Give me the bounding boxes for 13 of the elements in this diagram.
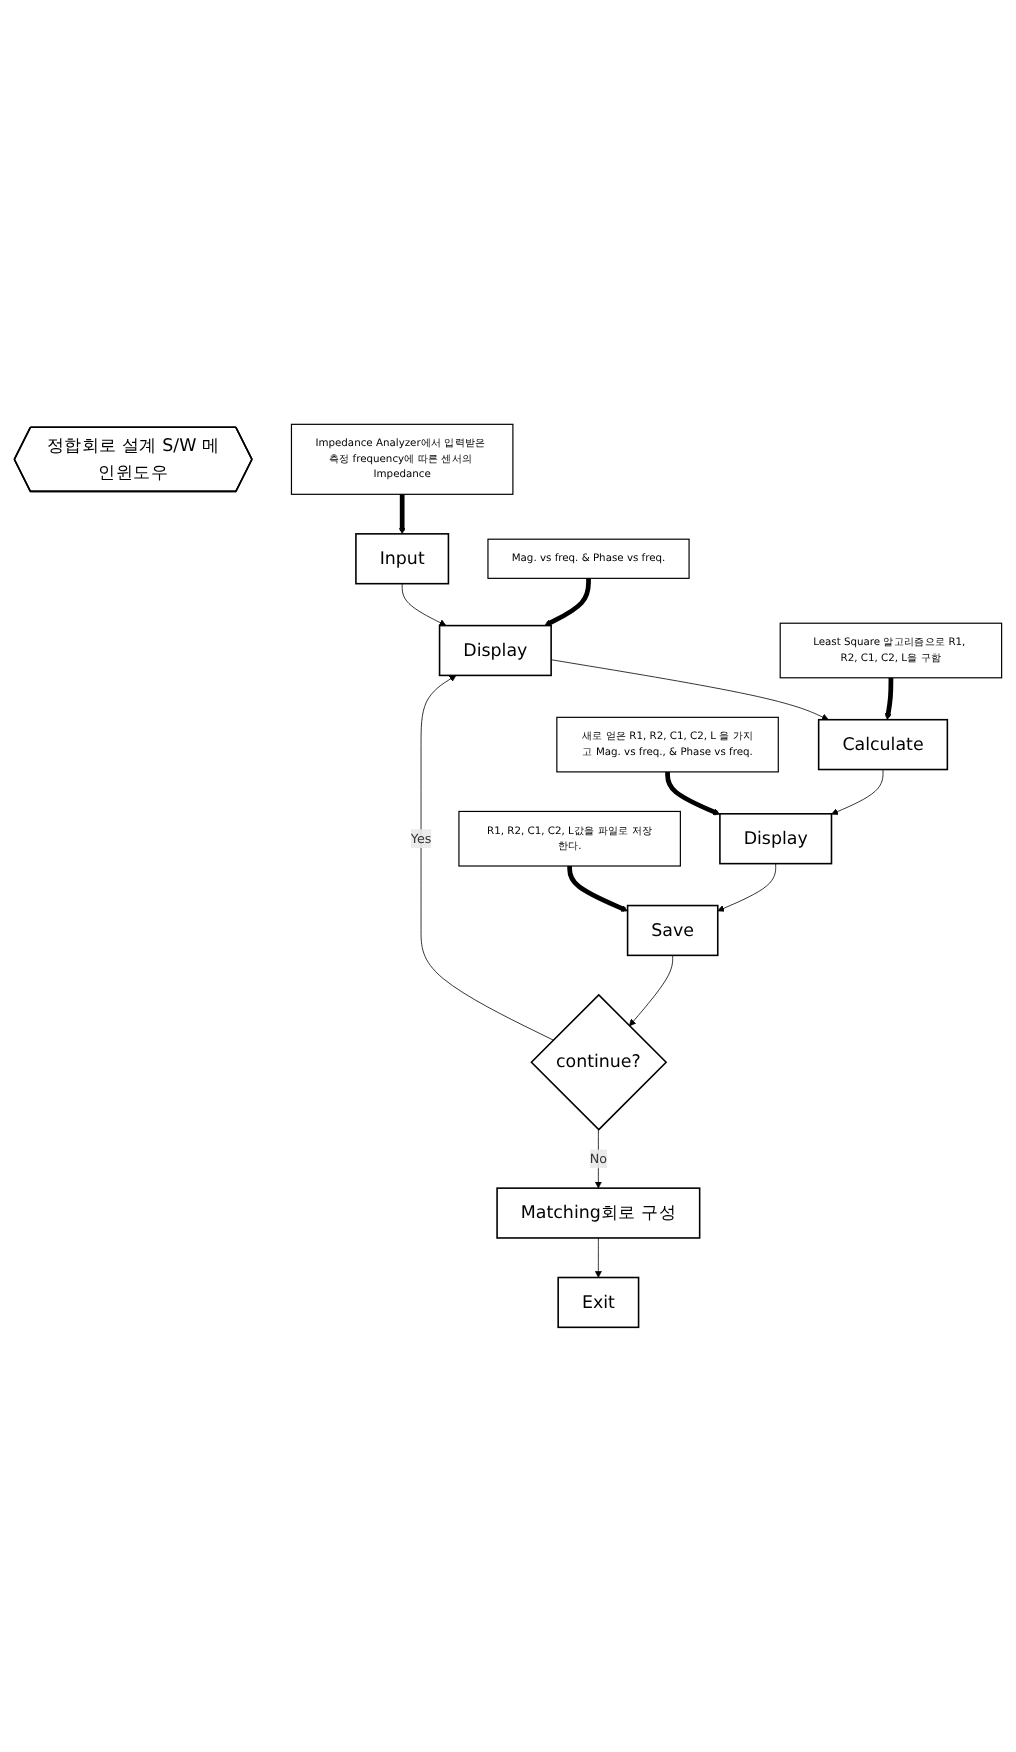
node-box: Matching회로 구성 xyxy=(496,1187,701,1239)
arrow xyxy=(544,578,591,627)
arrow xyxy=(884,677,894,721)
arrow xyxy=(665,772,721,816)
node-box: Exit xyxy=(557,1276,640,1329)
node-box: Display xyxy=(438,624,552,677)
node-box: Input xyxy=(355,533,450,585)
node-box: Calculate xyxy=(817,719,949,771)
node-box: Save xyxy=(626,904,719,957)
node-diamond: continue? xyxy=(530,993,668,1131)
arrow xyxy=(398,494,406,535)
node-box: Display xyxy=(719,813,833,865)
arrow xyxy=(567,866,628,912)
